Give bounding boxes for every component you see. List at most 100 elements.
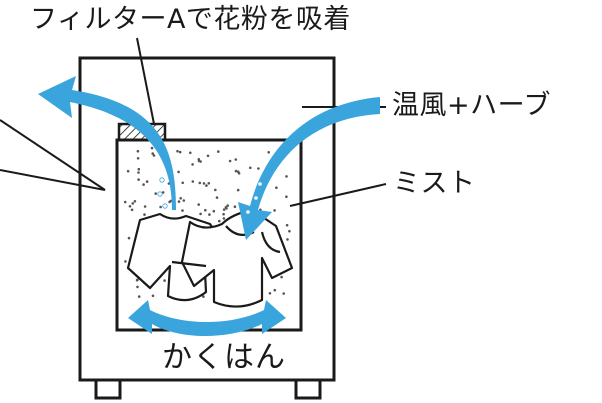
mist-dot	[286, 238, 289, 241]
mist-dot	[150, 146, 154, 150]
shirt-sleeve-detail	[260, 231, 281, 254]
mist-dot	[273, 288, 277, 292]
mist-dot	[181, 181, 184, 185]
mist-dot	[273, 209, 276, 212]
mist-dot	[152, 154, 156, 157]
mist-dot	[124, 260, 127, 263]
mist-dot	[218, 219, 221, 223]
mist-dot	[128, 205, 132, 208]
mist-dot	[228, 159, 232, 163]
mist-dot	[135, 278, 139, 282]
mist-dot	[208, 213, 211, 216]
mist-dot	[282, 292, 286, 295]
mist-dot	[285, 223, 289, 227]
stir-label: かくはん	[162, 340, 286, 375]
mist-dot	[143, 213, 146, 216]
leader-mist	[289, 183, 387, 207]
mist-dot	[137, 295, 141, 298]
filter-label: フィルターAで花粉を吸着	[30, 4, 351, 35]
mist-dot	[123, 200, 127, 204]
mist-label: ミスト	[393, 168, 476, 199]
mist-dot	[136, 157, 140, 160]
mist-dot	[257, 167, 260, 170]
mist-dot	[212, 209, 216, 213]
mist-dot	[226, 204, 229, 207]
mist-dot	[202, 182, 206, 185]
mist-dot	[222, 217, 226, 220]
mist-dot	[127, 236, 131, 240]
mist-dot	[249, 166, 252, 170]
mist-dot	[199, 212, 202, 216]
mist-dot	[137, 178, 140, 181]
mist-dot	[215, 196, 219, 199]
mist-dot	[214, 188, 217, 192]
mist-dot	[280, 275, 283, 279]
mist-dot	[169, 199, 173, 203]
cabinet-leg-left	[94, 380, 122, 400]
mist-dot	[236, 188, 240, 192]
mist-dot	[130, 208, 134, 212]
mist-dot	[136, 285, 139, 289]
mist-dot	[145, 180, 149, 183]
mist-dot	[159, 205, 162, 209]
mist-dot	[191, 180, 195, 183]
mist-dot	[137, 167, 141, 171]
mist-dot	[237, 172, 241, 175]
clothes-illustration	[126, 208, 294, 308]
mist-dot	[142, 183, 145, 186]
mist-dot	[177, 170, 180, 174]
mist-dot	[224, 206, 228, 209]
warm-air-label: 温風+ハーブ	[392, 90, 552, 121]
airflow-arrows	[38, 76, 380, 336]
mist-dot	[179, 197, 182, 200]
mist-dot	[197, 159, 201, 163]
leader-left-a	[0, 119, 106, 191]
mist-dot	[136, 149, 140, 153]
mist-dot	[198, 181, 202, 185]
mist-dot	[131, 202, 135, 205]
mist-dot	[143, 205, 147, 208]
mist-dot	[154, 192, 157, 195]
mist-dot	[285, 175, 288, 178]
mist-dot	[163, 279, 166, 282]
mist-dot	[197, 203, 200, 206]
mist-dot	[204, 208, 207, 212]
leader-filter	[136, 37, 155, 125]
mist-dot	[151, 152, 154, 155]
mist-dot	[222, 212, 225, 216]
mist-dot	[178, 150, 182, 154]
mist-dot	[207, 182, 211, 185]
mist-dot	[126, 169, 130, 173]
mist-dot	[222, 208, 226, 211]
mist-dot	[205, 184, 208, 187]
exhaust-arrow	[38, 76, 176, 210]
mist-dot	[234, 158, 238, 161]
mist-dot	[177, 200, 181, 203]
mist-dot	[202, 295, 205, 298]
cabinet-leg-right	[294, 380, 322, 400]
mist-dot	[206, 154, 210, 158]
mist-dot	[268, 292, 272, 295]
mist-dot	[267, 151, 271, 154]
mist-dot	[234, 169, 238, 173]
mist-dot	[189, 151, 192, 155]
mist-dot	[233, 205, 237, 208]
mist-dot	[275, 186, 278, 189]
mist-dot	[137, 171, 140, 174]
arrow-dots	[157, 177, 263, 215]
mist-dot	[288, 229, 291, 233]
inflow-arrow	[238, 97, 380, 240]
mist-dot	[285, 195, 288, 198]
mist-dot	[176, 149, 179, 153]
mist-dot	[151, 294, 155, 298]
stir-arrow	[128, 300, 286, 336]
mist-dot	[182, 199, 186, 202]
mist-dot	[161, 191, 165, 194]
shirt-hem-detail	[171, 260, 207, 268]
mist-dot	[181, 209, 184, 212]
mist-dot	[191, 163, 194, 166]
mist-dot	[217, 150, 220, 153]
mist-dot	[133, 200, 137, 203]
leader-left-b	[0, 169, 106, 191]
